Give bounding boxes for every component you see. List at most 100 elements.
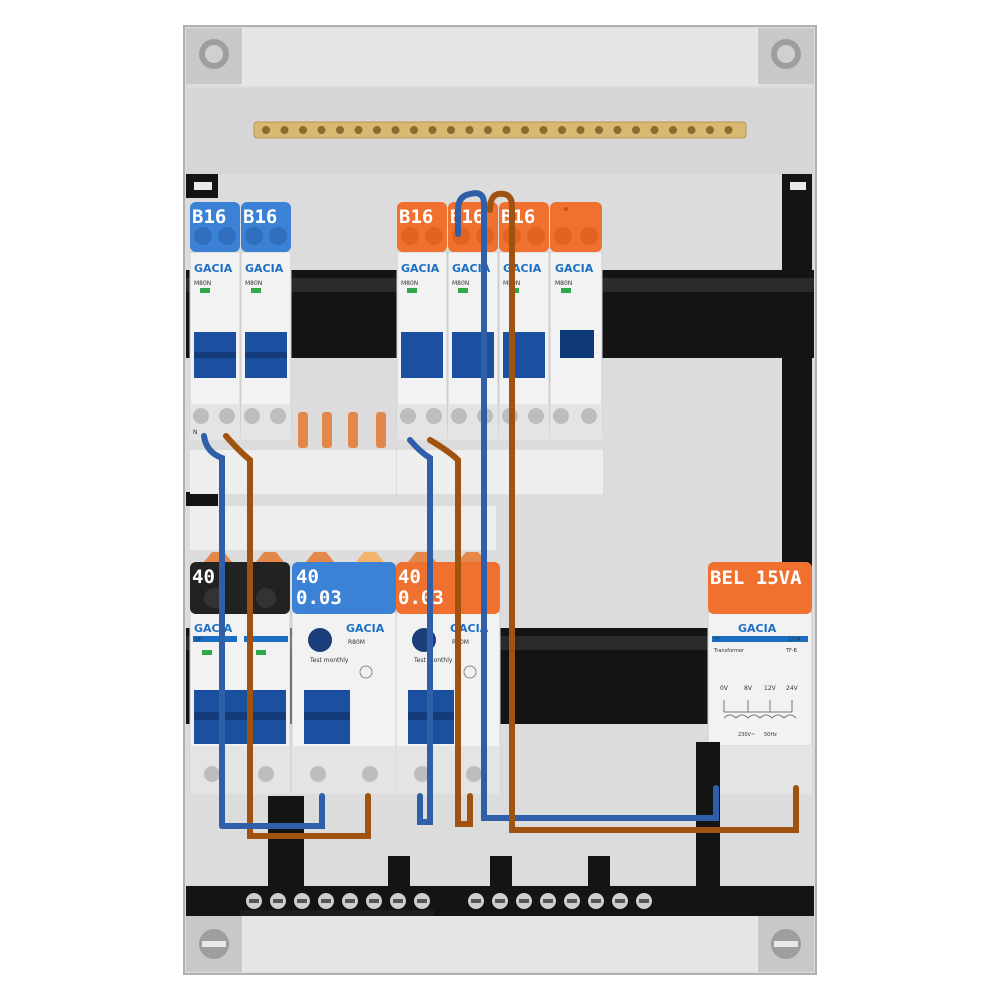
mcb-right-1[interactable]: B16 GACIA M80N: [396, 202, 448, 440]
main-switch-model: DH: [195, 637, 203, 643]
busbar-stud: [465, 126, 474, 134]
corner-screw-top-right: [758, 28, 814, 84]
transformer-model: TF: [713, 637, 720, 643]
transformer-type-text: Transformer: [713, 648, 745, 654]
wire-live-transformer: [487, 190, 799, 833]
busbar-stud: [262, 126, 270, 134]
busbar-stud: [595, 126, 603, 134]
rcd-1[interactable]: 40 0.03 GACIA R80M Test monthly: [291, 562, 397, 794]
rcd-model: R80M: [348, 639, 365, 646]
busbar-stud: [706, 126, 714, 134]
terminal-screw-slot: [273, 899, 283, 903]
mcb-left-group: B16 GACIA M80N N B16 GACIA M80N: [189, 202, 292, 440]
rcd-rating: 40: [398, 566, 421, 588]
terminal-screw-slot: [369, 899, 379, 903]
main-switch-rating: 40: [192, 566, 215, 588]
terminal-screw-slot: [297, 899, 307, 903]
rcd-test-button[interactable]: [308, 628, 332, 652]
terminal-screw-slot: [345, 899, 355, 903]
mcb-right-4[interactable]: GACIA M80N: [549, 202, 603, 440]
busbar-stud: [576, 126, 585, 134]
terminal-screw-slot: [567, 899, 577, 903]
busbar-stud: [410, 126, 418, 134]
busbar-stud: [299, 126, 307, 134]
mcb-brand-label: GACIA: [194, 262, 233, 275]
transformer-model-code: TF-B: [785, 648, 798, 654]
bell-transformer[interactable]: BEL 15VA GACIA TF 15VA Transformer TF-B …: [707, 562, 813, 794]
comb-busbar: [298, 412, 386, 448]
transformer-label: BEL 15VA: [710, 567, 802, 589]
mcb-model-label: M80N: [194, 280, 211, 287]
transformer-input: 230V~: [738, 732, 755, 738]
terminal-screw-slot: [639, 899, 649, 903]
mcb-model-label: M80N: [245, 280, 262, 287]
terminal-screw-slot: [615, 899, 625, 903]
mcb-left-1[interactable]: B16 GACIA M80N N: [189, 202, 241, 440]
busbar-stud: [484, 126, 492, 134]
busbar-stud: [687, 126, 696, 134]
transformer-output-2: 12V: [764, 685, 777, 692]
rcd-sensitivity: 0.03: [296, 587, 342, 609]
busbar-stud: [447, 126, 455, 134]
mcb-rating-label: B16: [192, 206, 226, 228]
earth-busbar: [253, 121, 747, 139]
terminal-screw-slot: [249, 899, 259, 903]
terminal-screws: [246, 893, 652, 909]
busbar-stud: [613, 126, 622, 134]
terminal-screw-slot: [393, 899, 403, 903]
wiring: [201, 190, 799, 839]
wire-neutral-left: [201, 433, 225, 829]
mcb-model-label: M80N: [452, 280, 469, 287]
terminal-screw-slot: [321, 899, 331, 903]
mcb-model-label: M80N: [555, 280, 572, 287]
wire-live-left: [223, 433, 371, 839]
mcb-rating-label: B16: [243, 206, 277, 228]
busbar-stud: [650, 126, 659, 134]
rcd-rating: 40: [296, 566, 319, 588]
transformer-output-3: 24V: [786, 685, 799, 692]
terminal-screw-slot: [519, 899, 529, 903]
busbar-stud: [669, 126, 677, 134]
terminal-screw-slot: [543, 899, 553, 903]
busbar-stud: [391, 126, 400, 134]
rcd-test-text: Test monthly: [309, 657, 349, 664]
busbar-stud: [336, 126, 344, 134]
busbar-stud: [632, 126, 640, 134]
busbar-stud: [724, 126, 733, 134]
mcb-rating-label: B16: [501, 206, 535, 228]
terminal-screw-slot: [591, 899, 601, 903]
busbar-stud: [354, 126, 363, 134]
mcb-brand-label: GACIA: [245, 262, 284, 275]
mcb-brand-label: GACIA: [503, 262, 542, 275]
busbar-stud: [558, 126, 566, 134]
busbar-stud: [502, 126, 511, 134]
mcb-right-3[interactable]: B16 GACIA M80N: [498, 202, 550, 440]
mcb-left-2[interactable]: B16 GACIA M80N: [240, 202, 292, 440]
mcb-right-2[interactable]: B16 GACIA M80N: [447, 202, 499, 440]
corner-screw-bottom-right: [758, 916, 814, 972]
wire-live-right: [427, 437, 473, 827]
transformer-brand: GACIA: [738, 622, 777, 635]
terminal-screw-slot: [471, 899, 481, 903]
mcb-brand-label: GACIA: [401, 262, 440, 275]
busbar-stud: [539, 126, 548, 134]
transformer-power: 15VA: [788, 637, 801, 643]
transformer-output-1: 8V: [744, 685, 753, 692]
main-switch[interactable]: 40 GACIA DH: [189, 562, 291, 794]
main-switch-brand: GACIA: [194, 622, 233, 635]
busbar-stud: [428, 126, 437, 134]
wire-neutral-transformer: [455, 190, 719, 821]
busbar-stud: [373, 126, 381, 134]
terminal-screw-slot: [495, 899, 505, 903]
mcb-right-group: B16 GACIA M80N B16 GACIA M80N B16 GACIA: [396, 202, 603, 494]
transformer-output-0: 0V: [720, 685, 729, 692]
busbar-stud: [521, 126, 529, 134]
rcd-brand: GACIA: [346, 622, 385, 635]
busbar-stud: [280, 126, 289, 134]
transformer-frequency: 50Hz: [764, 732, 777, 738]
terminal-screw-slot: [417, 899, 427, 903]
corner-screw-bottom-left: [186, 916, 242, 972]
wire-neutral-rcd: [219, 793, 325, 829]
